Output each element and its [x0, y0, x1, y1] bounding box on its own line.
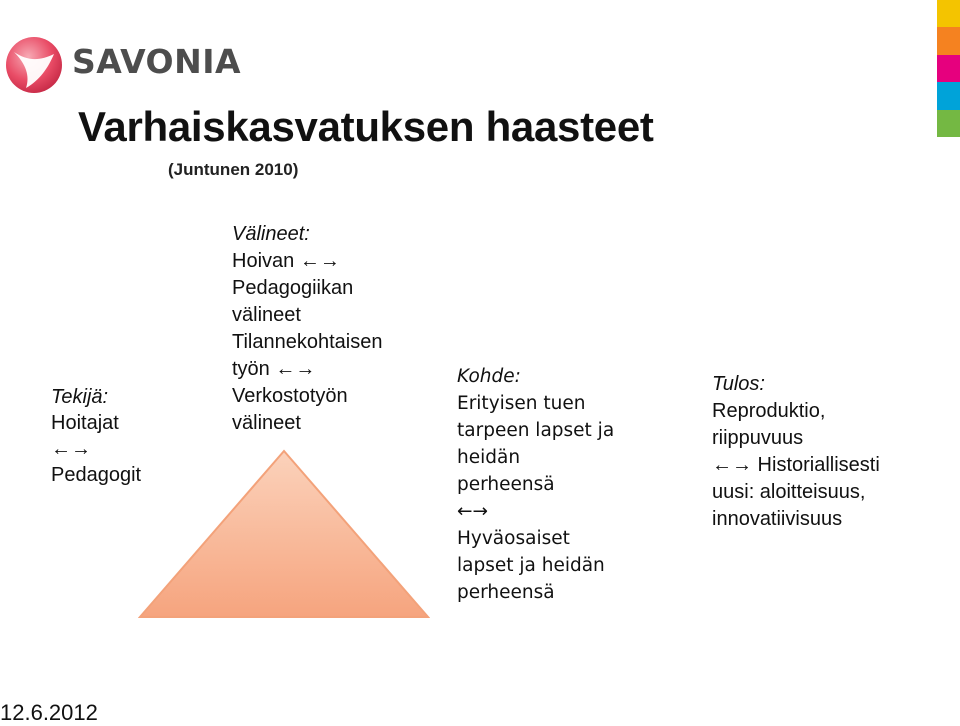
tekija-heading: Tekijä:: [51, 386, 109, 408]
tekija-line: Hoitajat: [51, 412, 119, 434]
valineet-line: välineet: [232, 412, 301, 434]
savonia-logo-mark: [6, 37, 62, 93]
tulos-line: uusi: aloitteisuus,: [712, 481, 866, 503]
kohde-line: ←→: [457, 501, 489, 522]
brand-strip-magenta: [937, 54, 960, 83]
brand-strip-orange: [937, 27, 960, 55]
valineet-line: Pedagogiikan: [232, 277, 354, 299]
valineet-line: työn ←→: [232, 358, 316, 380]
valineet-heading: Välineet:: [232, 223, 310, 245]
tulos-line: Reproduktio,: [712, 400, 826, 422]
footer-date: 12.6.2012: [0, 700, 98, 725]
tulos-block: Tulos: Reproduktio, riippuvuus ←→ Histor…: [712, 371, 880, 533]
kohde-line: lapset ja heidän: [457, 555, 605, 576]
kohde-line: heidän: [457, 447, 521, 468]
tulos-line: riippuvuus: [712, 427, 804, 449]
brand-strip-green: [937, 109, 960, 138]
brand-color-strip: [937, 0, 960, 138]
kohde-line: perheensä: [457, 474, 555, 495]
kohde-line: perheensä: [457, 582, 555, 603]
activity-triangle: [138, 449, 430, 618]
valineet-line: Hoivan ←→: [232, 250, 340, 272]
slide-subtitle: (Juntunen 2010): [168, 160, 299, 179]
tekija-block: Tekijä: Hoitajat ←→ Pedagogit: [51, 384, 141, 488]
brand-strip-blue: [937, 82, 960, 110]
tulos-heading: Tulos:: [712, 373, 765, 395]
valineet-line: välineet: [232, 304, 301, 326]
valineet-line: Tilannekohtaisen: [232, 331, 383, 353]
savonia-logo-text: SAVONIA: [72, 42, 242, 81]
valineet-block: Välineet: Hoivan ←→ Pedagogiikan välinee…: [232, 221, 382, 437]
tulos-line: ←→ Historiallisesti: [712, 454, 880, 476]
brand-strip-yellow: [937, 0, 960, 28]
kohde-line: Erityisen tuen: [457, 393, 586, 414]
tekija-line: ←→: [51, 438, 91, 460]
slide-title: Varhaiskasvatuksen haasteet: [78, 103, 654, 150]
valineet-line: Verkostotyön: [232, 385, 348, 407]
kohde-heading: Kohde:: [457, 366, 521, 387]
kohde-line: tarpeen lapset ja: [457, 420, 615, 441]
kohde-block: Kohde: Erityisen tuen tarpeen lapset ja …: [457, 363, 614, 606]
kohde-line: Hyväosaiset: [457, 528, 570, 549]
tulos-line: innovatiivisuus: [712, 508, 843, 530]
tekija-line: Pedagogit: [51, 464, 142, 486]
